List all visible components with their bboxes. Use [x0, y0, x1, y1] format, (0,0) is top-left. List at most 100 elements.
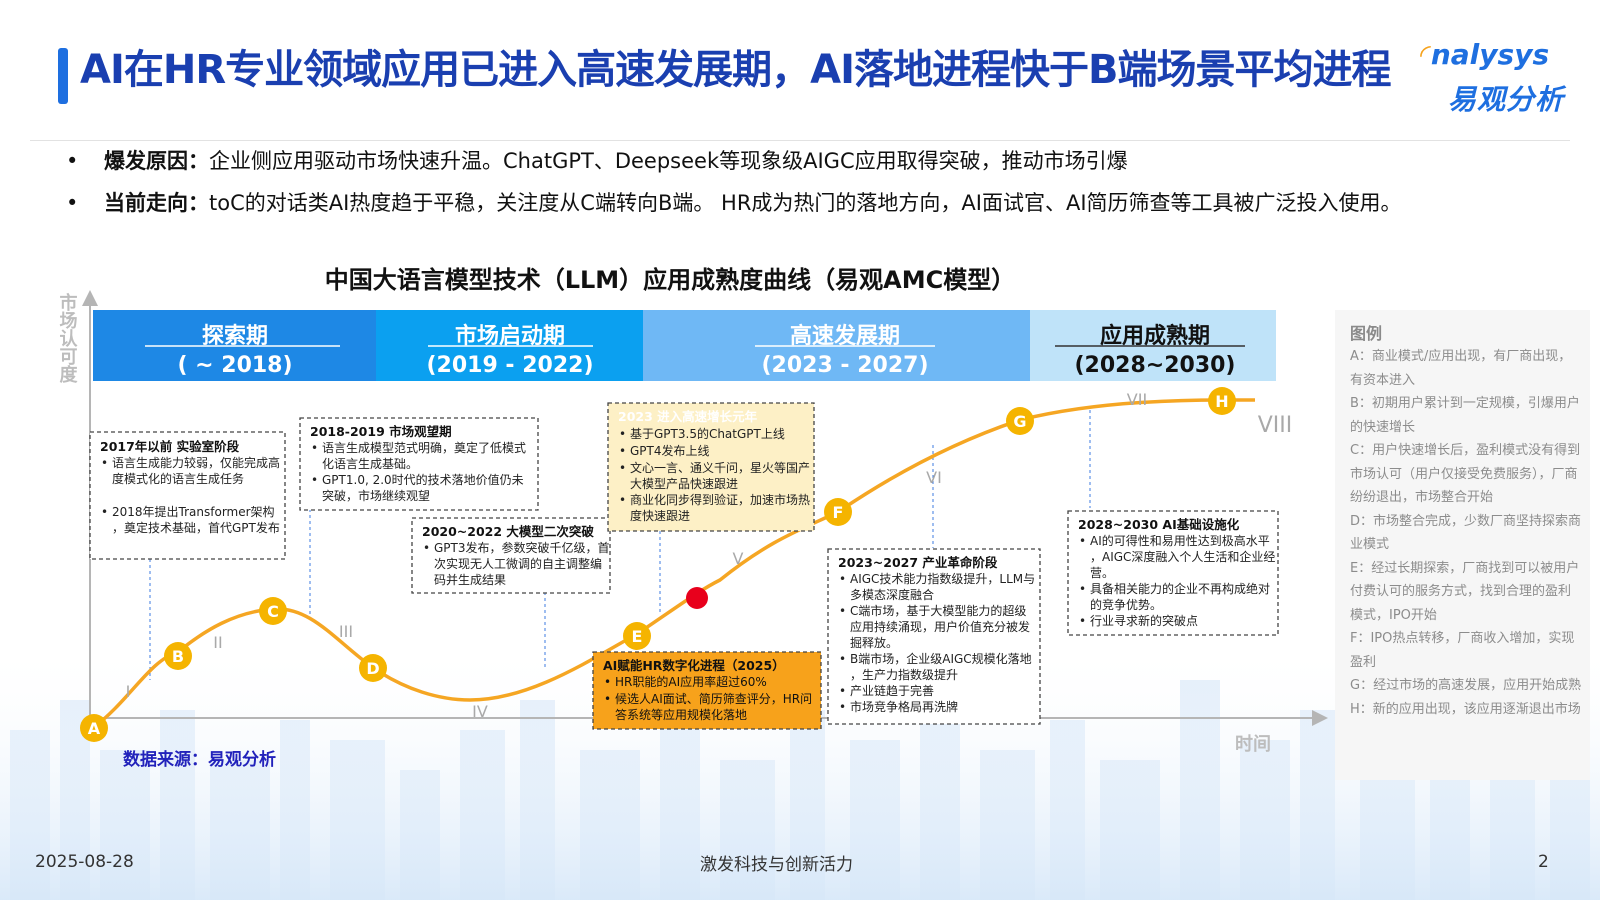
roman-numeral: IV: [472, 702, 488, 721]
svg-text:•: •: [619, 493, 626, 507]
svg-text:•: •: [311, 473, 318, 487]
stage-numerals: I II III IV V VI VII VIII: [126, 390, 1293, 721]
roman-numeral: VIII: [1258, 413, 1293, 438]
point-label: B: [172, 647, 184, 666]
roman-numeral: III: [339, 622, 353, 641]
footer-slogan: 激发科技与创新活力: [700, 855, 853, 875]
annotation-title: 2017年以前 实验室阶段: [100, 439, 240, 454]
legend-item: A：商业模式/应用出现，有厂商出现，有资本进入: [1350, 349, 1572, 388]
annotation-box: 2020~2022 大模型二次突破 • GPT3发布，参数突破千亿级，首次实现无…: [411, 517, 611, 594]
bullet-item: •爆发原因：企业侧应用驱动市场快速升温。ChatGPT、Deepseek等现象级…: [66, 149, 1128, 173]
phase-period: (2028~2030): [1074, 353, 1235, 378]
bullet-item: •当前走向：toC的对话类AI热度趋于平稳，关注度从C端转向B端。 HR成为热门…: [66, 191, 1402, 215]
point-h: [1208, 387, 1236, 415]
point-d: [359, 654, 387, 682]
x-axis-label: 时间: [1235, 734, 1271, 755]
legend-title: 图例: [1350, 324, 1383, 343]
svg-text:•: •: [1079, 614, 1086, 628]
svg-text:•: •: [839, 652, 846, 666]
annotation-item: AIGC技术能力指数级提升，LLM与多模态深度融合: [850, 571, 1035, 602]
legend-item: E：经过长期探索，厂商找到可以被用户付费认可的服务方式，找到合理的盈利模式，IP…: [1350, 560, 1580, 623]
annotation-title: AI赋能HR数字化进程（2025）: [603, 658, 785, 673]
phase-period: (2019 - 2022): [426, 353, 593, 378]
svg-text:•: •: [101, 456, 108, 470]
chart-title: 中国大语言模型技术（LLM）应用成熟度曲线（易观AMC模型）: [324, 266, 1016, 294]
page-title: AI在HR专业领域应用已进入高速发展期，AI落地进程快于B端场景平均进程: [80, 47, 1391, 93]
svg-text:•: •: [619, 461, 626, 475]
roman-numeral: VI: [926, 468, 942, 487]
logo-swoosh-icon: ◜: [1420, 38, 1431, 71]
annotation-title: 2018-2019 市场观望期: [310, 424, 452, 439]
legend-item: H：新的应用出现，该应用逐渐退出市场: [1350, 701, 1581, 717]
annotation-item: 市场竞争格局再洗牌: [850, 699, 958, 714]
phase-period: ( ~ 2018): [177, 353, 292, 378]
point-label: D: [366, 659, 379, 678]
svg-text:•: •: [423, 541, 430, 555]
svg-text:•: •: [619, 427, 626, 441]
phase-header: 探索期 ( ~ 2018) 市场启动期 (2019 - 2022) 高速发展期 …: [93, 310, 1276, 381]
curve-points: A B C D E F G H: [80, 387, 1236, 742]
y-axis-label: 市场认可度: [57, 292, 78, 384]
title-accent-bar: [58, 48, 68, 104]
annotation-item: 语言生成模型范式明确，奠定了低模式化语言生成基础。: [322, 440, 526, 471]
annotation-item: 2018年提出Transformer架构，奠定技术基础，首代GPT发布: [112, 504, 280, 535]
annotation-box-highlight: 2023 进入高速增长元年 • 基于GPT3.5的ChatGPT上线 • GPT…: [607, 402, 815, 532]
roman-numeral: VII: [1127, 390, 1147, 409]
legend-panel: 图例 A：商业模式/应用出现，有厂商出现，有资本进入 B：初期用户累计到一定规模…: [1335, 310, 1590, 780]
point-g: [1006, 407, 1034, 435]
annotation-item: 行业寻求新的突破点: [1090, 613, 1198, 628]
svg-text:•: •: [604, 692, 611, 706]
svg-text:•: •: [604, 675, 611, 689]
annotation-title: 2023~2027 产业革命阶段: [838, 555, 998, 570]
roman-numeral: I: [126, 682, 131, 701]
annotation-item: HR职能的AI应用率超过60%: [615, 674, 767, 689]
svg-text:•: •: [101, 505, 108, 519]
header-divider: [30, 140, 1570, 141]
point-label: C: [267, 602, 279, 621]
svg-text:•: •: [1079, 534, 1086, 548]
svg-text:•: •: [1079, 582, 1086, 596]
phase-name: 高速发展期: [790, 323, 900, 349]
annotation-item: 基于GPT3.5的ChatGPT上线: [630, 426, 785, 441]
annotation-title: 2020~2022 大模型二次突破: [422, 524, 594, 539]
connector-lines: [149, 410, 1091, 680]
annotation-box: 2017年以前 实验室阶段 • 语言生成能力较弱，仅能完成高度模式化的语言生成任…: [89, 431, 286, 560]
annotation-item: 商业化同步得到验证，加速市场热度快速跟进: [630, 492, 810, 523]
svg-text:•: •: [311, 441, 318, 455]
annotation-box-hr: AI赋能HR数字化进程（2025） • HR职能的AI应用率超过60% • 候选…: [592, 651, 822, 730]
annotation-title: 2023 进入高速增长元年: [618, 409, 758, 424]
point-label: A: [88, 719, 101, 738]
annotation-item: 具备相关能力的企业不再构成绝对的竞争优势。: [1090, 581, 1270, 612]
phase-name: 应用成熟期: [1100, 323, 1210, 349]
annotation-box: 2028~2030 AI基础设施化 • AI的可得性和易用性达到极高水平，AIG…: [1067, 510, 1279, 636]
svg-text:•: •: [839, 604, 846, 618]
annotation-box: 2018-2019 市场观望期 • 语言生成模型范式明确，奠定了低模式化语言生成…: [299, 417, 539, 511]
svg-text:•: •: [839, 572, 846, 586]
annotation-item: AI的可得性和易用性达到极高水平，AIGC深度融入个人生活和企业经营。: [1090, 533, 1275, 580]
point-label: G: [1013, 412, 1026, 431]
point-b: [164, 642, 192, 670]
svg-text:•: •: [619, 444, 626, 458]
point-f: [824, 498, 852, 526]
point-a: [80, 714, 108, 742]
annotation-item: 候选人AI面试、简历筛查评分，HR问答系统等应用规模化落地: [615, 691, 812, 722]
annotation-item: GPT3发布，参数突破千亿级，首次实现无人工微调的自主调整编码并生成结果: [434, 540, 610, 587]
page-number: 2: [1538, 852, 1549, 872]
annotation-title: 2028~2030 AI基础设施化: [1078, 517, 1240, 532]
point-label: F: [833, 503, 844, 522]
legend-item: C：用户快速增长后，盈利模式没有得到市场认可（用户仅接受免费服务），厂商纷纷退出…: [1350, 443, 1581, 505]
phase-name: 市场启动期: [455, 323, 565, 349]
legend-item: G：经过市场的高速发展，应用开始成熟: [1350, 678, 1582, 693]
current-position-marker: [686, 587, 708, 609]
roman-numeral: V: [733, 549, 744, 568]
phase-period: (2023 - 2027): [761, 353, 928, 378]
legend-item: B：初期用户累计到一定规模，引爆用户的快速增长: [1350, 396, 1580, 435]
svg-text:•: •: [839, 700, 846, 714]
point-c: [259, 597, 287, 625]
annotation-box: 2023~2027 产业革命阶段 • AIGC技术能力指数级提升，LLM与多模态…: [827, 548, 1041, 725]
roman-numeral: II: [213, 633, 222, 652]
data-source: 数据来源：易观分析: [123, 750, 276, 770]
legend-item: D：市场整合完成，少数厂商坚持探索商业模式: [1350, 513, 1582, 553]
annotation-item: GPT1.0, 2.0时代的技术落地价值仍未突破，市场继续观望: [322, 472, 524, 503]
